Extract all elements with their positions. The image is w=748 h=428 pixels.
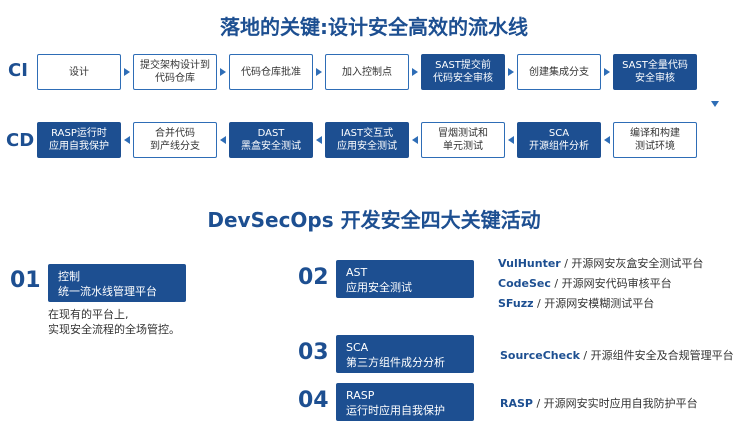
- ci-step-2: 提交架构设计到 代码仓库: [133, 54, 217, 90]
- tool-vulhunter: VulHunter / 开源网安灰盒安全测试平台: [498, 257, 704, 270]
- tool-codesec: CodeSec / 开源网安代码审核平台: [498, 277, 672, 290]
- arrow-right-icon: [508, 68, 514, 76]
- activity-number: 03: [298, 340, 329, 365]
- cd-step-3: DAST 黑盒安全测试: [229, 122, 313, 158]
- activity-description: 在现有的平台上, 实现安全流程的全场管控。: [48, 308, 180, 336]
- activity-number: 01: [10, 268, 41, 293]
- arrow-left-icon: [316, 136, 322, 144]
- activity-subtitle: 运行时应用自我保护: [346, 404, 445, 417]
- tool-sourcecheck: SourceCheck / 开源组件安全及合规管理平台: [500, 349, 734, 362]
- activity-box-control: 控制 统一流水线管理平台: [48, 264, 186, 302]
- cd-step-2: 合并代码 到产线分支: [133, 122, 217, 158]
- activity-box-ast: AST 应用安全测试: [336, 260, 474, 298]
- arrow-left-icon: [604, 136, 610, 144]
- ci-step-5: SAST提交前 代码安全审核: [421, 54, 505, 90]
- activity-box-rasp: RASP 运行时应用自我保护: [336, 383, 474, 421]
- arrow-right-icon: [220, 68, 226, 76]
- cd-step-1: RASP运行时 应用自我保护: [37, 122, 121, 158]
- activity-box-sca: SCA 第三方组件成分分析: [336, 335, 474, 373]
- cd-step-7: 编译和构建 测试环境: [613, 122, 697, 158]
- activity-subtitle: 应用安全测试: [346, 281, 412, 294]
- ci-step-4: 加入控制点: [325, 54, 409, 90]
- activities-title: DevSecOps 开发安全四大关键活动: [207, 208, 541, 232]
- activity-subtitle: 第三方组件成分分析: [346, 356, 445, 369]
- arrow-left-icon: [124, 136, 130, 144]
- cd-step-4: IAST交互式 应用安全测试: [325, 122, 409, 158]
- tool-rasp: RASP / 开源网安实时应用自我防护平台: [500, 397, 698, 410]
- activity-subtitle: 统一流水线管理平台: [58, 285, 157, 298]
- ci-label: CI: [8, 60, 28, 81]
- ci-step-7: SAST全量代码 安全审核: [613, 54, 697, 90]
- arrow-right-icon: [316, 68, 322, 76]
- arrow-right-icon: [604, 68, 610, 76]
- pipeline-title: 落地的关键:设计安全高效的流水线: [220, 15, 528, 39]
- ci-step-6: 创建集成分支: [517, 54, 601, 90]
- arrow-left-icon: [508, 136, 514, 144]
- arrow-left-icon: [220, 136, 226, 144]
- ci-step-3: 代码仓库批准: [229, 54, 313, 90]
- arrow-down-icon: [711, 101, 719, 107]
- cd-label: CD: [6, 130, 35, 151]
- ci-step-1: 设计: [37, 54, 121, 90]
- arrow-right-icon: [412, 68, 418, 76]
- activity-number: 04: [298, 388, 329, 413]
- arrow-right-icon: [124, 68, 130, 76]
- activity-title: 控制: [58, 270, 80, 283]
- arrow-left-icon: [412, 136, 418, 144]
- tool-sfuzz: SFuzz / 开源网安模糊测试平台: [498, 297, 655, 310]
- activity-title: RASP: [346, 389, 375, 402]
- activity-title: AST: [346, 266, 368, 279]
- activity-number: 02: [298, 265, 329, 290]
- cd-step-5: 冒烟测试和 单元测试: [421, 122, 505, 158]
- cd-step-6: SCA 开源组件分析: [517, 122, 601, 158]
- activity-title: SCA: [346, 341, 369, 354]
